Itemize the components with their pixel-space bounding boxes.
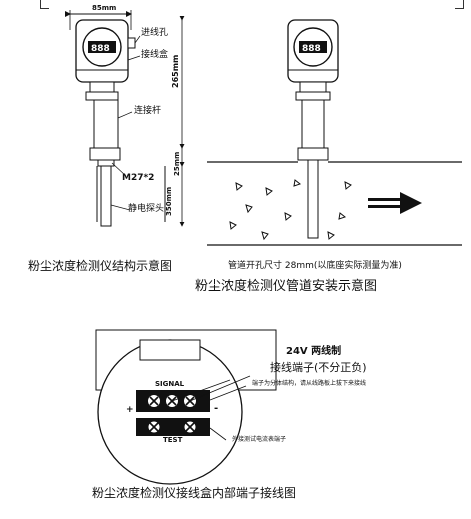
install-caption: 粉尘浓度检测仪管道安装示意图 — [195, 279, 378, 294]
width-dimension-label: 85mm — [92, 4, 116, 12]
pipe-installation-diagram: 888 — [207, 19, 462, 246]
signal-label: SIGNAL — [155, 380, 185, 388]
digital-display — [88, 41, 116, 53]
dim-350-label: 350mm — [165, 186, 173, 216]
minus-sign: - — [214, 403, 219, 414]
junction-box-label: 接线盒 — [141, 50, 169, 60]
test-terminal-block — [136, 418, 210, 436]
corner-mark-left — [40, 0, 49, 9]
test-label: TEST — [163, 436, 183, 444]
wiring-caption: 粉尘浓度检测仪接线盒内部端子接线图 — [92, 486, 297, 500]
wiring-subtitle: 接线端子(不分正负) — [270, 361, 367, 374]
wiring-title: 24V 两线制 — [286, 346, 342, 357]
thread-spec-label: M27*2 — [122, 173, 155, 183]
install-display-digits: 888 — [302, 44, 321, 54]
corner-mark-right — [455, 0, 464, 9]
display-digits: 888 — [91, 44, 110, 54]
entry-hole-label: 进线孔 — [141, 28, 169, 38]
wiring-diagram — [95, 329, 277, 485]
test-terminal-note: 外接测试电流表端子 — [232, 436, 287, 443]
probe-label: 静电探头 — [128, 204, 165, 214]
connecting-rod-label: 连接杆 — [134, 106, 162, 116]
height-dimension-label: 265mm — [171, 54, 180, 88]
plus-sign: + — [126, 405, 134, 415]
pipe-hole-note: 管道开孔尺寸 28mm(以底座实际测量为准) — [228, 261, 402, 271]
structure-caption: 粉尘浓度检测仪结构示意图 — [28, 259, 173, 273]
sensor-structure-diagram: 85mm 888 — [65, 4, 185, 227]
dim-25-label: 25mm — [173, 151, 181, 176]
airflow-arrow-icon — [368, 192, 422, 214]
signal-terminal-note: 端子为分体结构，请从线路板上拔下来接线 — [252, 380, 367, 387]
